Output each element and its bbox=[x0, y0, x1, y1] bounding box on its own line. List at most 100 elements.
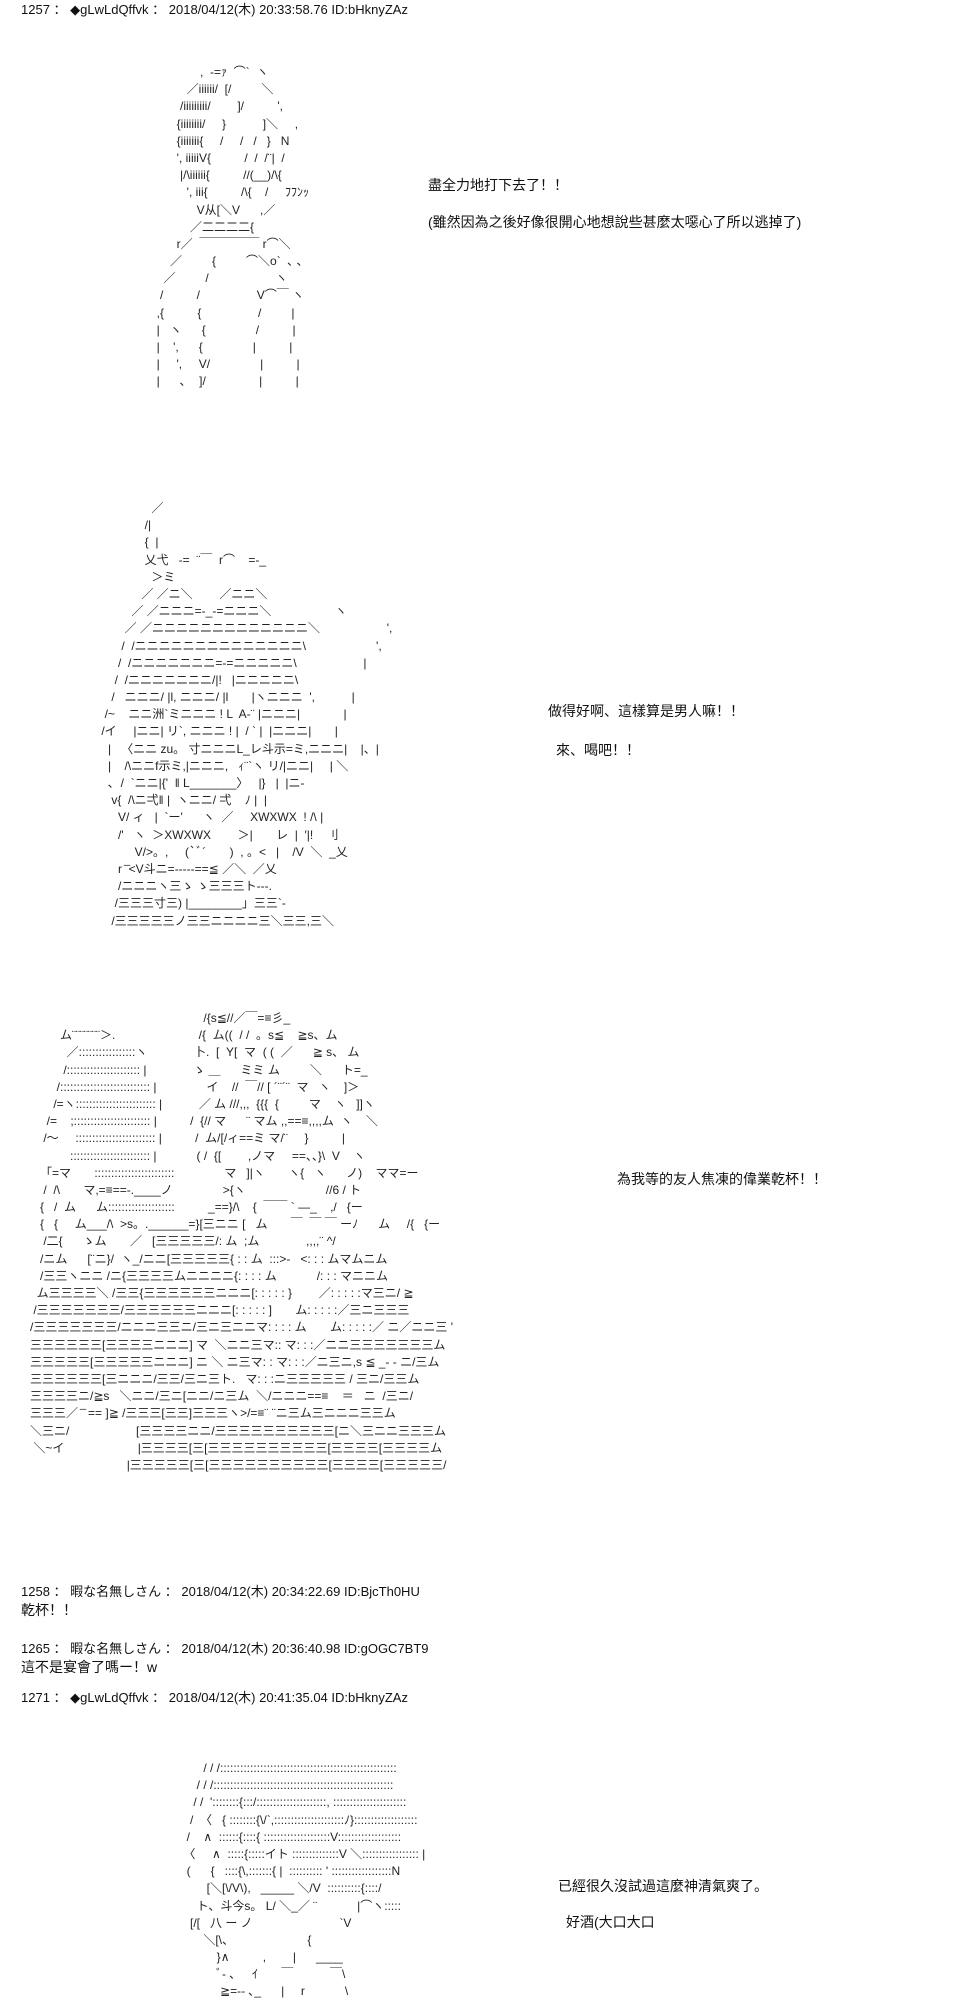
dialogue-line: 好酒(大口大口 bbox=[566, 1914, 655, 1930]
ascii-art-line: { / ム ム:::::::::::::::::::: _==}/\ { ￣￣ … bbox=[20, 1200, 363, 1215]
ascii-art-line: /=ヽ:::::::::::::::::::::::: | ／ ム ///,,,… bbox=[20, 1096, 375, 1111]
ascii-art-line: / ∧ ::::::{::::{ ::::::::::::::::::::V::… bbox=[150, 1829, 402, 1844]
ascii-art-line: /イ |ニニ| リ`, ニニニ ! | / ` | |ニニニ| | bbox=[88, 724, 338, 739]
ascii-art-line: , -=ｧ ⌒` ヽ bbox=[150, 65, 269, 79]
ascii-art-line: /:::::::::::::::::::::: | ゝ ＿ ミミ ム ＼ ト=_ bbox=[20, 1062, 368, 1077]
ascii-art-line: / / /:::::::::::::::::::::::::::::::::::… bbox=[150, 1761, 397, 1775]
post-body-1258: 乾杯！！ bbox=[21, 1602, 77, 1618]
ascii-art-line: / /\ マ,=≡==-.____ノ >{ヽ //6 / ト bbox=[20, 1182, 362, 1197]
ascii-art-line: ＼三ニ/ [三三三三ニニ/三三三三三三三三三三[ニ＼三ニニ三三三ム bbox=[20, 1423, 447, 1438]
ascii-art-line: /iiiiiiiii/ ]/ ', bbox=[150, 99, 283, 114]
ascii-art-line: /三三三三三三三/三三三三三三ニニニ[: : : : : ] ム: : : : … bbox=[20, 1303, 410, 1318]
ascii-art-line: ＼[\、 { bbox=[150, 1932, 312, 1947]
ascii-art-line: | ､ ]/ | | bbox=[150, 374, 299, 389]
ascii-art-line: ム¨¨¨¨¨¨¨＞. /{ ム(( / / 。s≦ ≧s、ム bbox=[20, 1028, 338, 1043]
ascii-art-line: [/[ 八 ー ノ `V bbox=[150, 1915, 352, 1930]
ascii-art-line: | 〈ニニ zu。 寸ニニニL_レ斗示=ミ,ニニニ| |、| bbox=[88, 741, 379, 756]
ascii-art-1: , -=ｧ ⌒` ヽ ／iiiiii/ [/ ＼ /iiiiiiiii/ ]/ … bbox=[150, 64, 309, 391]
ascii-art-line: ／ bbox=[88, 501, 164, 515]
ascii-art-2: ／ /| { | 乂弋 -= ¨￣ r⌒ =-_ ＞ミ ／ ／ニ＼ ／ニニ＼ ／… bbox=[88, 500, 392, 930]
dialogue-line: 做得好啊、這樣算是男人嘛！！ bbox=[548, 703, 744, 719]
ascii-art-line: 三三三三三[三三三三三ニニニ] ニ ＼ ニ三マ: : マ: : :／ニ三ニ,s … bbox=[20, 1354, 440, 1369]
ascii-art-line: ／二二二二{ bbox=[150, 219, 255, 234]
ascii-art-line: / /ニニニニニニニ=-=ニニニニニ\ | bbox=[88, 655, 367, 670]
ascii-art-line: ', iii{ /\{ / ﾌﾌﾝｯ bbox=[150, 185, 309, 200]
ascii-art-line: V从[＼V ,／ bbox=[150, 202, 276, 217]
ascii-art-line: /三三ヽニニ /ニ{三三三三ムニニニニ{: : : : ム /: : : マニニ… bbox=[20, 1268, 389, 1283]
dialogue-line: 為我等的友人焦凍的偉業乾杯！！ bbox=[617, 1171, 827, 1187]
ascii-art-line: 三三三三三三[三三三三ニニニ] マ ＼ニニ三マ:: マ: : :／ニニ三三三三三… bbox=[20, 1337, 446, 1352]
ascii-art-line: 三三三／ ̄ ̄ == ]≧ /三三三[三三]三三三ヽ>/=≡¨ ¨ニ三ム三ニニ… bbox=[20, 1406, 396, 1421]
ascii-art-line: / /ニニニニニニニ/|! |ニニニニニ\ bbox=[88, 672, 299, 687]
ascii-art-line: ／ ／ニ＼ ／ニニ＼ bbox=[88, 586, 268, 601]
ascii-art-line: ＞ミ bbox=[88, 569, 176, 584]
ascii-art-line: | ', { | | bbox=[150, 340, 293, 354]
ascii-art-line: /| bbox=[88, 518, 152, 533]
ascii-art-line: ＼~イ |三三三三[三[三三三三三三三三三三[三三三三[三三三三ム bbox=[20, 1440, 443, 1455]
ascii-art-line: /ニム [¨ニ}/ ヽ_/ニニ[三三三三三{ : : ム :::>- <: : … bbox=[20, 1251, 388, 1266]
post-header-1258: 1258 ： 暇な名無しさん ： 2018/04/12(木) 20:34:22.… bbox=[21, 1584, 420, 1599]
ascii-art-line: / ニニニ/ |l, ニニニ/ |l |ヽニニニ ', | bbox=[88, 690, 355, 705]
ascii-art-line: /::::::::::::::::::::::::::: | イ // ￣// … bbox=[20, 1079, 360, 1094]
ascii-art-line: {iiiiiii{ / / / } N bbox=[150, 133, 290, 148]
ascii-art-line: v{ /\ニ弌‖ | ヽニニ/ 弌 ﾉ | | bbox=[88, 793, 267, 808]
ascii-art-line: 「=マ :::::::::::::::::::::::: マ ]|ヽ ヽ{ ヽ … bbox=[20, 1165, 419, 1180]
ascii-art-line: ム三三三三＼ /三三{三三三三三三ニニニ[: : : : : } ／: : : … bbox=[20, 1286, 414, 1300]
ascii-art-3: /{s≦//／￣=≡彡_ ム¨¨¨¨¨¨¨＞. /{ ム(( / / 。s≦ ≧… bbox=[20, 1010, 453, 1474]
ascii-art-line: /三三三三三三三/ニニニ三三ニ/三ニ三ニニマ: : : : ム ム: : : :… bbox=[20, 1320, 453, 1335]
ascii-art-line: }∧ , | ____ bbox=[150, 1950, 343, 1965]
ascii-art-line: ,{ { / | bbox=[150, 305, 295, 320]
ascii-art-line: / /ニニニニニニニニニニニニニニ\ ', bbox=[88, 638, 382, 653]
ascii-art-line: r／ ￣￣￣￣￣ r⌒＼ bbox=[150, 236, 291, 251]
ascii-art-line: /～ :::::::::::::::::::::::: | / ム/[/ィ==ミ… bbox=[20, 1131, 345, 1146]
ascii-art-line: ､ / `ニニ|{' ‖ L_______〉 |} | |ニ- bbox=[88, 776, 305, 790]
post-header-1265: 1265 ： 暇な名無しさん ： 2018/04/12(木) 20:36:40.… bbox=[21, 1641, 429, 1656]
ascii-art-line: ／:::::::::::::::::ヽ 卜. [ Y[ マ ( ( ／ ≧ s、… bbox=[20, 1045, 360, 1060]
ascii-art-line: ', iiiiiV{ / / /¨| / bbox=[150, 150, 285, 165]
ascii-art-line: ≧=-‐ ､_ | r \ bbox=[150, 1984, 349, 1999]
post-header-1271: 1271 ： ◆gLwLdQffvk ： 2018/04/12(木) 20:41… bbox=[21, 1690, 408, 1705]
ascii-art-line: ／ { ⌒＼o` ､ ､ bbox=[150, 254, 303, 269]
ascii-art-line: /= ;::::::::::::::::::::::: | / {// マ ¨ … bbox=[20, 1114, 378, 1129]
ascii-art-line: ／iiiiii/ [/ ＼ bbox=[150, 82, 274, 97]
ascii-art-line: ／ ／ニニニニニニニニニニニニニ＼ ', bbox=[88, 621, 393, 636]
dialogue-line: 已經很久沒試過這麼神清氣爽了。 bbox=[558, 1878, 768, 1894]
ascii-art-line: /ニニニヽ三ゝ ゝ三三三ト---. bbox=[88, 879, 272, 894]
ascii-art-4: / / /:::::::::::::::::::::::::::::::::::… bbox=[150, 1760, 425, 2001]
ascii-art-line: /' ヽ ＞XWXWX ＞| レ | ′|! 刂 bbox=[88, 827, 339, 842]
ascii-art-line: ﾞ‐ ､ ｲ ￣ ￣\ bbox=[150, 1967, 346, 1982]
ascii-art-line: / / '::::::::{:::/:::::::::::::::::::::,… bbox=[150, 1795, 407, 1810]
ascii-art-line: [＼[\/V\), _____ ＼/V ::::::::::{::::/ bbox=[150, 1881, 382, 1896]
ascii-art-line: |三三三三三[三[三三三三三三三三三三[三三三三[三三三三三/ bbox=[20, 1457, 447, 1472]
ascii-art-line: 〈 ∧ :::::{:::::イト ::::::::::::::V ＼:::::… bbox=[150, 1846, 426, 1861]
ascii-art-line: ／ / ヽ bbox=[150, 271, 288, 286]
ascii-art-line: ／ ／ニニニ=-_-=ニニニ＼ ヽ bbox=[88, 604, 347, 619]
dialogue-line: 來、喝吧！！ bbox=[556, 742, 640, 758]
ascii-art-line: ( { ::::{\,:::::::{ | :::::::::: ' :::::… bbox=[150, 1864, 401, 1879]
ascii-art-line: 三三三三三三[三ニニニ/三三/三ニ三ト. マ: : :ニ三三三三三 / 三ニ/三… bbox=[20, 1371, 420, 1386]
ascii-art-line: V/>。, (`ﾞ´ ) , 。< | /V ＼ _乂 bbox=[88, 844, 348, 859]
ascii-art-line: / / /:::::::::::::::::::::::::::::::::::… bbox=[150, 1778, 394, 1793]
ascii-art-line: r ̄ ̄<V斗ニ=-----==≦ ／＼ ／乂 bbox=[88, 861, 277, 876]
ascii-art-line: / / V⌒￣ ヽ bbox=[150, 288, 305, 303]
ascii-art-line: /二{ ゝム ／ [三三三三三/: ム ;ム ,,,,¨ ^/ bbox=[20, 1234, 336, 1249]
ascii-art-line: | /\ニニf示ミ,|ニニニ, ｨ¨`ヽ リ/|ニニ| | ＼ bbox=[88, 758, 349, 773]
ascii-art-line: /{s≦//／￣=≡彡_ bbox=[20, 1011, 291, 1025]
dialogue-line: (雖然因為之後好像很開心地想說些甚麼太噁心了所以逃掉了) bbox=[428, 214, 802, 230]
ascii-art-line: :::::::::::::::::::::::: | ( / {[ ,ノマ ==… bbox=[20, 1148, 366, 1163]
ascii-art-line: { { ム___/\ >s。.______=}[三ニニ [ ム ￣ ￣ ￣ ーﾉ… bbox=[20, 1217, 441, 1232]
ascii-art-line: | ヽ { / | bbox=[150, 322, 296, 337]
ascii-art-line: V/ ィ | `ー' ヽ ／ XWXWX ! /\ | bbox=[88, 810, 324, 825]
ascii-art-line: | ', V/ | | bbox=[150, 357, 300, 372]
ascii-art-line: ト、斗今s。 L/ ＼_／ ¨ |⌒ヽ::::: bbox=[150, 1898, 401, 1913]
ascii-art-line: { | bbox=[88, 535, 159, 550]
ascii-art-line: /三三三三三ノ三三ニニニニ三＼三三,三＼ bbox=[88, 913, 335, 928]
ascii-art-line: 乂弋 -= ¨￣ r⌒ =-_ bbox=[88, 552, 267, 567]
ascii-art-line: {iiiiiiii/ } ]＼ , bbox=[150, 116, 299, 131]
ascii-art-line: |/\iiiiii{ //(__)/\{ bbox=[150, 168, 282, 183]
ascii-art-line: / 〈 { ::::::::{\/`,:::::::::::::::::::::… bbox=[150, 1812, 418, 1827]
ascii-art-line: 三三三三ニ/≧s ＼ニニ/三ニ[ニニ/ニ三ム ＼/ニニニ==≡ ＝ ニ /三ニ/ bbox=[20, 1389, 414, 1404]
dialogue-line: 盡全力地打下去了！！ bbox=[428, 177, 568, 193]
ascii-art-line: /三三三寸三) |________」三三`- bbox=[88, 896, 286, 911]
post-body-1265: 這不是宴會了嗎ー！w bbox=[21, 1659, 158, 1675]
